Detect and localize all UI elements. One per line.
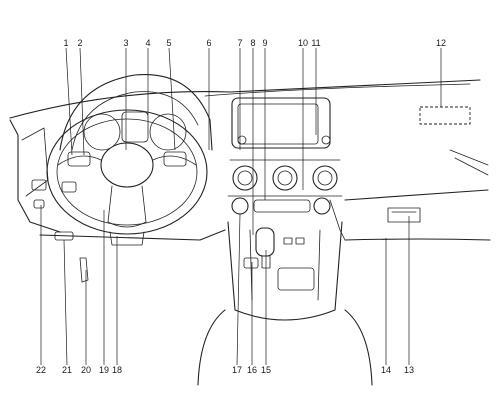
callout-21: 21 bbox=[62, 365, 72, 375]
leader-lines bbox=[40, 47, 442, 366]
callout-10: 10 bbox=[298, 38, 308, 48]
callout-9: 9 bbox=[262, 38, 267, 48]
callout-15: 15 bbox=[261, 365, 271, 375]
callout-17: 17 bbox=[232, 365, 242, 375]
callout-16: 16 bbox=[247, 365, 257, 375]
callout-5: 5 bbox=[166, 38, 171, 48]
callout-labels: 1 2 3 4 5 6 7 8 9 10 11 12 13 14 15 16 1… bbox=[36, 38, 446, 375]
callout-20: 20 bbox=[81, 365, 91, 375]
callout-3: 3 bbox=[123, 38, 128, 48]
dashboard-outline bbox=[9, 79, 491, 241]
callout-13: 13 bbox=[404, 365, 414, 375]
callout-18: 18 bbox=[112, 365, 122, 375]
callout-14: 14 bbox=[381, 365, 391, 375]
center-console bbox=[197, 221, 373, 386]
callout-19: 19 bbox=[99, 365, 109, 375]
center-display bbox=[231, 97, 331, 149]
callout-6: 6 bbox=[206, 38, 211, 48]
callout-12: 12 bbox=[436, 38, 446, 48]
steering-wheel bbox=[46, 109, 208, 246]
callout-8: 8 bbox=[250, 38, 255, 48]
passenger-side bbox=[387, 106, 471, 223]
center-vents bbox=[227, 159, 343, 215]
instrument-cluster bbox=[59, 73, 213, 151]
left-switch-panel bbox=[31, 179, 89, 283]
callout-4: 4 bbox=[145, 38, 150, 48]
callout-1: 1 bbox=[63, 38, 68, 48]
callout-11: 11 bbox=[311, 38, 320, 48]
callout-2: 2 bbox=[77, 38, 82, 48]
callout-7: 7 bbox=[237, 38, 242, 48]
callout-22: 22 bbox=[36, 365, 46, 375]
